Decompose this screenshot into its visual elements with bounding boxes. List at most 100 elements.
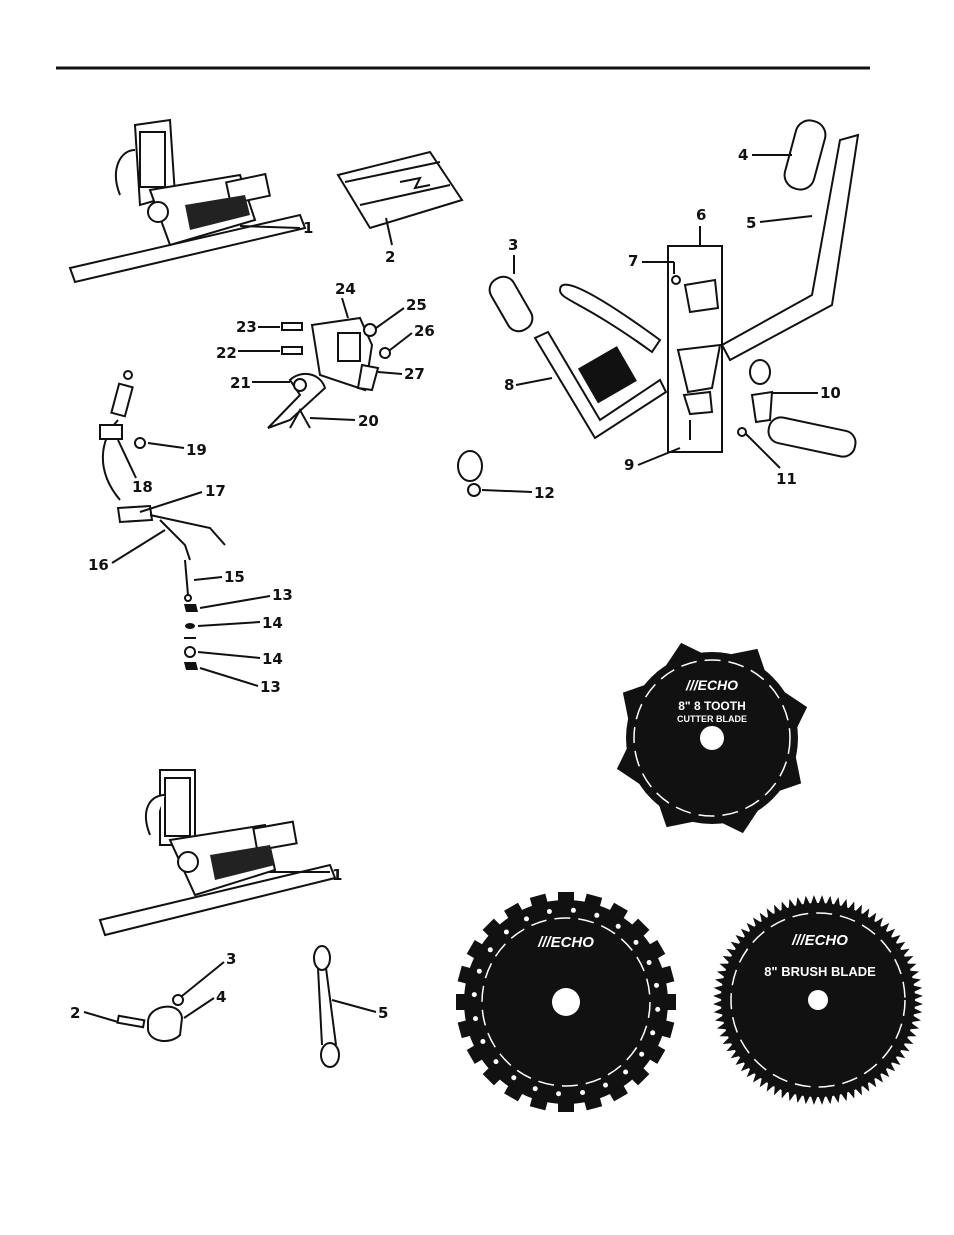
blade-tooth — [629, 918, 650, 939]
callout-16: 16 — [88, 556, 109, 574]
gullet-hole — [633, 939, 639, 945]
gullet-hole — [532, 1086, 538, 1092]
blade-ring — [481, 917, 651, 1087]
blade-tooth — [504, 902, 524, 922]
callout-19: 19 — [186, 441, 207, 459]
harness-assembly-bottom — [98, 769, 337, 937]
callout-14b: 14 — [262, 650, 283, 668]
blade-8-tooth-line2: CUTTER BLADE — [677, 714, 747, 724]
blade-tooth — [466, 1044, 486, 1064]
callout-11: 11 — [776, 470, 797, 488]
blade-ring — [633, 659, 791, 817]
callout-7: 7 — [628, 252, 638, 270]
callout-17: 17 — [205, 482, 226, 500]
callout-23: 23 — [236, 318, 257, 336]
arbor-hole — [700, 726, 724, 750]
harness-assembly-top — [68, 118, 307, 284]
blade-tooth — [583, 893, 603, 910]
callout-1: 1 — [303, 219, 313, 237]
callout-2: 2 — [385, 248, 395, 266]
gullet-hole — [655, 1006, 661, 1012]
gullet-hole — [471, 992, 477, 998]
gullet-hole — [594, 912, 600, 918]
callout-14a: 14 — [262, 614, 283, 632]
callout-13b: 13 — [260, 678, 281, 696]
blade-tooth — [658, 965, 675, 985]
gullet-hole — [556, 1091, 562, 1097]
blade-tooth — [583, 1094, 603, 1111]
callout-18: 18 — [132, 478, 153, 496]
throttle-housing — [267, 316, 391, 429]
blade-tooth — [504, 1082, 524, 1102]
gullet-hole — [524, 916, 529, 922]
blade-tooth — [529, 893, 549, 910]
blade-tooth — [457, 1019, 474, 1039]
blade-tooth — [658, 1019, 675, 1039]
gullet-hole — [493, 1059, 499, 1065]
blade-brush-brand: ///ECHO — [791, 932, 848, 949]
callout-27: 27 — [404, 365, 425, 383]
blade-tooth — [646, 940, 666, 960]
callout-6: 6 — [696, 206, 706, 224]
gullet-hole — [570, 907, 576, 913]
callout-21: 21 — [230, 374, 251, 392]
callout-3: 3 — [508, 236, 518, 254]
gullet-hole — [476, 968, 482, 974]
callout-10: 10 — [820, 384, 841, 402]
gullet-hole — [615, 923, 621, 929]
bottom-callout-5: 5 — [378, 1004, 388, 1022]
gullet-hole — [546, 909, 552, 914]
callout-15: 15 — [224, 568, 245, 586]
throttle-cable — [99, 370, 226, 670]
blade-tooth — [608, 902, 628, 922]
handlebar-assembly — [488, 119, 860, 458]
blade-tooth — [664, 994, 676, 1010]
bottom-callout-1: 1 — [332, 866, 342, 884]
gullet-hole — [654, 982, 659, 988]
gullet-hole — [503, 929, 509, 935]
callout-13a: 13 — [272, 586, 293, 604]
gullet-hole — [473, 1016, 478, 1022]
blade-tooth — [457, 965, 474, 985]
callout-24: 24 — [335, 280, 356, 298]
blade-tooth — [482, 918, 503, 939]
blade-tooth — [466, 940, 486, 960]
gullet-hole — [603, 1082, 608, 1088]
callout-5: 5 — [746, 214, 756, 232]
blade-8-tooth-cutter — [616, 642, 808, 834]
blade-ring — [730, 912, 906, 1088]
blade-8-tooth-brand: ///ECHO — [685, 677, 738, 693]
blade-brush-line1: 8" BRUSH BLADE — [764, 964, 876, 979]
bottom-callout-3: 3 — [226, 950, 236, 968]
callout-12: 12 — [534, 484, 555, 502]
callout-26: 26 — [414, 322, 435, 340]
gullet-hole — [623, 1069, 629, 1075]
blade-brush — [713, 895, 923, 1105]
callout-22: 22 — [216, 344, 237, 362]
gullet-hole — [580, 1090, 586, 1095]
bottom-callout-2: 2 — [70, 1004, 80, 1022]
pad-part — [336, 150, 464, 230]
bottom-clamp — [116, 994, 184, 1042]
blade-tooth — [558, 892, 574, 904]
callout-8: 8 — [504, 376, 514, 394]
callout-25: 25 — [406, 296, 427, 314]
gullet-hole — [639, 1051, 645, 1057]
gullet-hole — [511, 1075, 517, 1081]
blade-chisel-tooth — [456, 892, 676, 1112]
gullet-hole — [480, 1039, 486, 1044]
gullet-hole — [650, 1030, 656, 1036]
blade-tooth — [456, 994, 468, 1010]
blade-tooth — [629, 1065, 650, 1086]
gullet-hole — [646, 960, 652, 965]
lanyard-strap — [313, 945, 340, 1068]
blade-tooth — [646, 1044, 666, 1064]
blade-tooth — [558, 1100, 574, 1112]
bottom-callout-4: 4 — [216, 988, 226, 1006]
blade-8-tooth-line1: 8" 8 TOOTH — [678, 699, 745, 713]
blade-tooth — [608, 1082, 628, 1102]
arbor-hole — [552, 988, 580, 1016]
arbor-hole — [808, 990, 828, 1010]
callout-9: 9 — [624, 456, 634, 474]
